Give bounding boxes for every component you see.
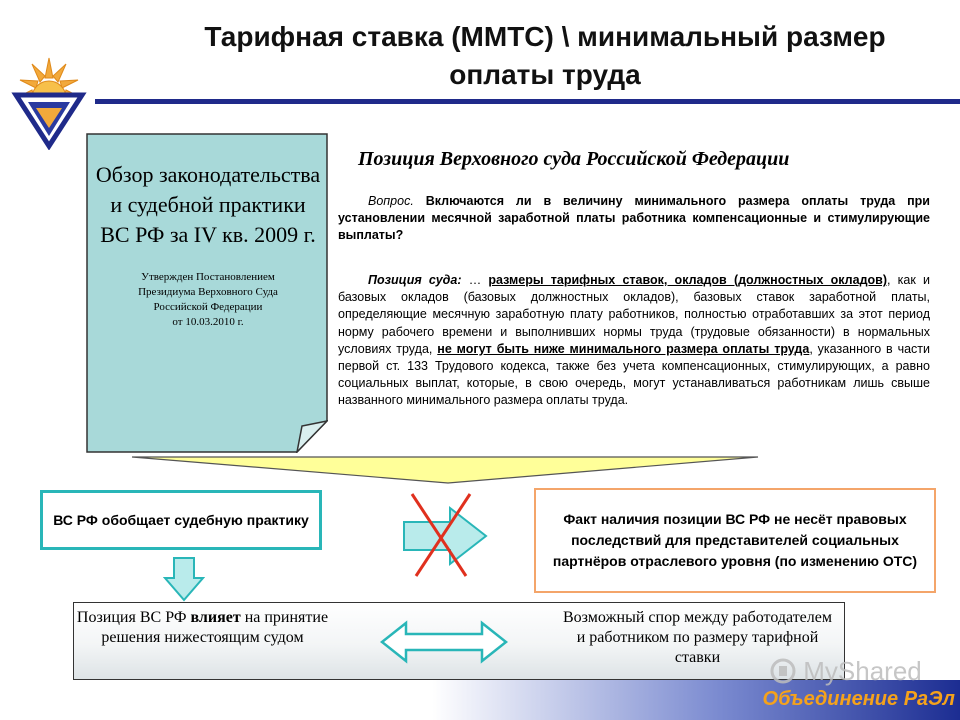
title-rule bbox=[95, 99, 960, 104]
generalizes-text: ВС РФ обобщает судебную практику bbox=[53, 511, 309, 528]
approval-line: от 10.03.2010 г. bbox=[172, 316, 244, 328]
crossed-out-arrow bbox=[403, 493, 488, 577]
approval-line: Российской Федерации bbox=[153, 301, 263, 313]
watermark-text: MyShared bbox=[803, 656, 922, 686]
fact-text: Факт наличия позиции ВС РФ не несёт прав… bbox=[552, 511, 918, 569]
slide-title: Тарифная ставка (ММТС) \ минимальный раз… bbox=[204, 21, 886, 90]
influence-prefix: Позиция ВС РФ bbox=[76, 609, 187, 626]
organization-name: Объединение РаЭл bbox=[762, 688, 955, 710]
review-title: Обзор законодательства и судебной практи… bbox=[95, 162, 321, 247]
down-arrow-icon bbox=[163, 557, 205, 602]
logo-emblem-icon bbox=[11, 57, 87, 150]
approval-line: Президиума Верховного Суда bbox=[138, 286, 278, 298]
influence-bold: влияет bbox=[190, 609, 241, 626]
generalizes-box: ВС РФ обобщает судебную практику bbox=[40, 490, 322, 550]
footer-band bbox=[0, 680, 960, 720]
double-arrow-icon bbox=[380, 620, 508, 664]
dispute-text: Возможный спор между работодателем и раб… bbox=[563, 609, 832, 666]
position-underlined-minimum: не могут быть ниже минимального размера … bbox=[437, 341, 810, 356]
watermark-logo-icon bbox=[770, 658, 796, 684]
question-paragraph: Вопрос. Включаются ли в величину минимал… bbox=[338, 193, 930, 245]
approval-line: Утвержден Постановлением bbox=[141, 271, 275, 283]
review-card-text: Обзор законодательства и судебной практи… bbox=[94, 160, 322, 330]
question-text: Включаются ли в величину минимального ра… bbox=[338, 194, 930, 243]
fact-box: Факт наличия позиции ВС РФ не несёт прав… bbox=[534, 488, 936, 593]
position-underlined-rates: размеры тарифных ставок, окладов (должно… bbox=[488, 273, 887, 287]
cross-out-icon bbox=[410, 493, 472, 577]
influence-suffix: на принятие решения нижестоящим судом bbox=[101, 609, 329, 646]
position-text-2: , указанного в части первой ст. 133 Труд… bbox=[338, 341, 931, 408]
question-label: Вопрос. bbox=[368, 194, 414, 208]
position-ellipsis: … bbox=[468, 273, 482, 287]
position-label: Позиция суда: bbox=[368, 273, 462, 287]
court-position-heading: Позиция Верховного суда Российской Федер… bbox=[358, 148, 790, 170]
right-arrow-icon bbox=[403, 505, 488, 567]
review-card bbox=[86, 133, 328, 453]
approval-note: Утвержден Постановлением Президиума Верх… bbox=[94, 270, 322, 330]
position-paragraph: Позиция суда: … размеры тарифных ставок,… bbox=[338, 272, 930, 410]
watermark: MyShared bbox=[770, 656, 922, 687]
funnel-connector bbox=[131, 456, 759, 484]
position-text-1: , как и базовых окладов (базовых должнос… bbox=[338, 273, 930, 356]
influence-text: Позиция ВС РФ влияет на принятие решения… bbox=[75, 608, 330, 648]
